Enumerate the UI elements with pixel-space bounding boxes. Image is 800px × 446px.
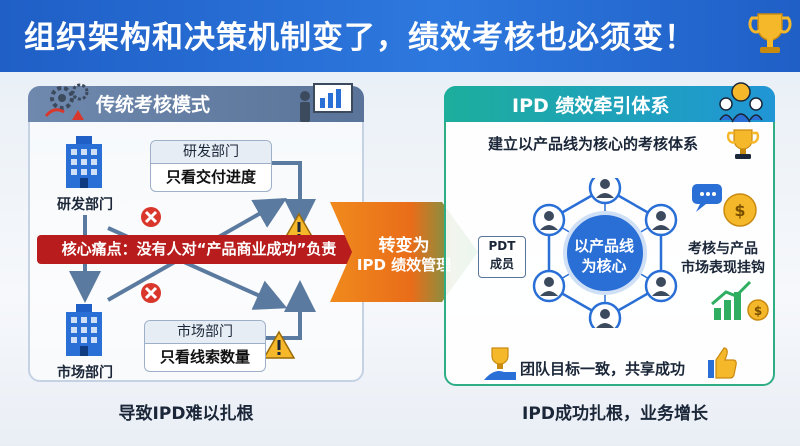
growth-chart-icon: $ xyxy=(711,280,769,321)
hub-line1: 以产品线 xyxy=(573,237,634,255)
market-metric-card: 市场部门 只看线索数量 xyxy=(144,320,266,372)
side-line2: 市场表现挂钩 xyxy=(681,260,765,276)
market-card-metric: 只看线索数量 xyxy=(159,348,250,366)
ipd-title: IPD 绩效牵引体系 xyxy=(512,95,670,117)
market-building-icon xyxy=(66,304,102,356)
gears-icon xyxy=(44,83,89,120)
rd-building-icon xyxy=(66,136,102,188)
team-network xyxy=(532,178,678,328)
market-cross-icon xyxy=(141,283,161,303)
trophy-icon xyxy=(726,129,760,159)
team-icon xyxy=(719,82,763,123)
pdt-line2: 成员 xyxy=(489,257,514,271)
money-chat-icon: $ xyxy=(692,184,757,227)
hub-line2: 为核心 xyxy=(581,257,627,275)
traditional-title: 传统考核模式 xyxy=(96,94,211,116)
trophy-icon xyxy=(748,13,792,53)
market-card-title: 市场部门 xyxy=(145,321,265,344)
transition-arrow xyxy=(330,202,478,302)
rd-metric-card: 研发部门 只看交付进度 xyxy=(150,140,272,192)
rd-card-metric: 只看交付进度 xyxy=(165,168,256,186)
core-pain-point: 核心痛点：没有人对“产品商业成功”负责 xyxy=(37,235,361,264)
side-line1: 考核与产品 xyxy=(688,241,758,257)
transition-line2: IPD 绩效管理 xyxy=(356,256,452,274)
rd-cross-icon xyxy=(141,207,161,227)
trophy-hand-icon xyxy=(484,347,516,380)
svg-text:$: $ xyxy=(754,304,762,318)
presentation-board-icon xyxy=(300,83,353,122)
pdt-line1: PDT xyxy=(488,239,516,253)
page-title: 组织架构和决策机制变了，绩效考核也必须变！ xyxy=(24,20,696,56)
title-banner xyxy=(0,0,800,72)
transition-line1: 转变为 xyxy=(378,236,430,256)
left-caption: 导致IPD难以扎根 xyxy=(118,404,254,424)
kpi-linkage-text: 考核与产品 市场表现挂钩 xyxy=(676,240,770,278)
market-dept-label: 市场部门 xyxy=(57,365,113,381)
team-goal-text: 团队目标一致，共享成功 xyxy=(520,360,686,378)
rd-dept-label: 研发部门 xyxy=(57,197,113,213)
right-caption: IPD成功扎根，业务增长 xyxy=(522,404,708,424)
svg-text:$: $ xyxy=(734,201,745,220)
thumbs-up-icon xyxy=(708,347,737,379)
product-line-core: 以产品线 为核心 xyxy=(566,236,642,276)
warning-icon xyxy=(262,330,296,359)
ipd-subtitle: 建立以产品线为核心的考核体系 xyxy=(487,135,698,153)
pdt-member-box: PDT 成员 xyxy=(478,236,526,278)
rd-card-title: 研发部门 xyxy=(151,141,271,164)
